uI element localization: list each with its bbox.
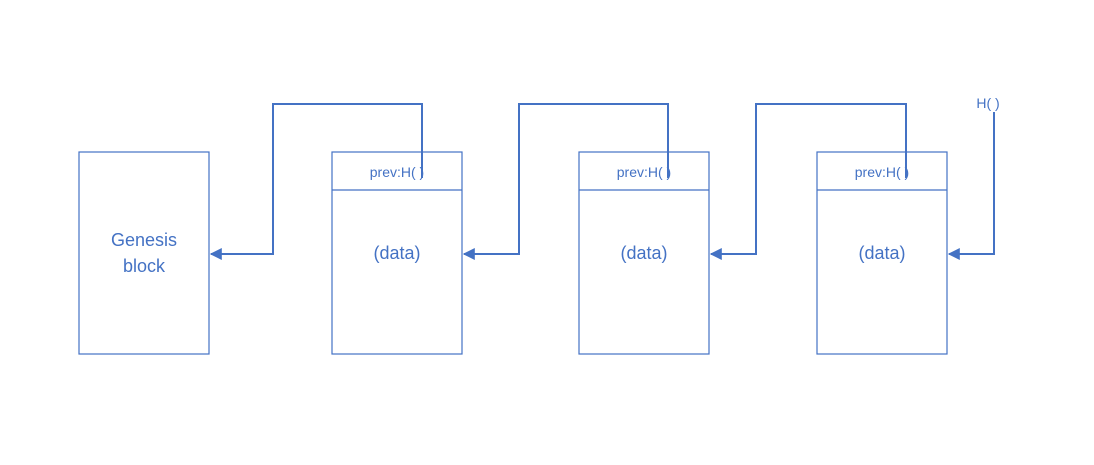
block-1: prev:H( ) (data) bbox=[331, 151, 463, 355]
link-block-3-to-block-2-arrow bbox=[709, 103, 907, 260]
block-3-data-label: (data) bbox=[858, 243, 905, 263]
block-3-rect bbox=[816, 151, 948, 355]
genesis-block: Genesis block bbox=[78, 151, 210, 355]
block-1-rect bbox=[331, 151, 463, 355]
link-block-2-to-block-1-arrow bbox=[462, 103, 669, 260]
block-2-rect bbox=[578, 151, 710, 355]
genesis-block-label-line2: block bbox=[123, 256, 166, 276]
block-2-data-label: (data) bbox=[620, 243, 667, 263]
block-3-prev-hash-label: prev:H( ) bbox=[855, 164, 909, 180]
link-block-1-to-genesis-arrow bbox=[209, 103, 423, 260]
block-1-prev-hash-label: prev:H( ) bbox=[370, 164, 424, 180]
block-2: prev:H( ) (data) bbox=[578, 151, 710, 355]
genesis-block-rect bbox=[78, 151, 210, 355]
genesis-block-label-line1: Genesis bbox=[111, 230, 177, 250]
block-3: prev:H( ) (data) bbox=[816, 151, 948, 355]
block-1-data-label: (data) bbox=[373, 243, 420, 263]
link-head-to-block-3-arrow bbox=[947, 112, 995, 260]
head-pointer-label: H( ) bbox=[976, 95, 999, 111]
block-2-prev-hash-label: prev:H( ) bbox=[617, 164, 671, 180]
